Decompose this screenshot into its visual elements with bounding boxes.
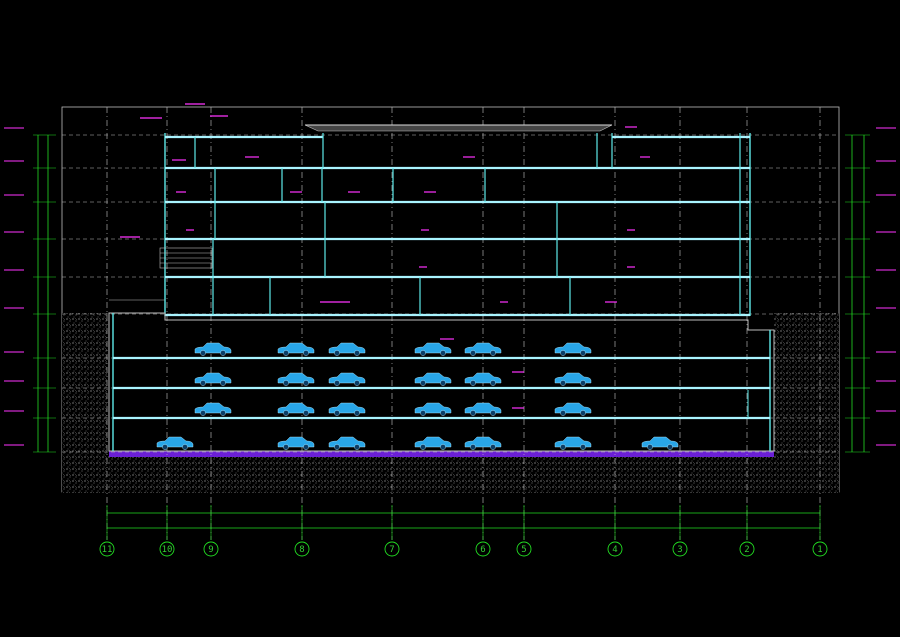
axis-label: 8 [299,545,304,555]
car-icon [194,342,232,356]
axis-bubble [159,541,175,557]
car-icon [414,436,452,450]
car-icon [554,342,592,356]
car-icon [328,402,366,416]
axis-label: 4 [612,545,617,555]
foundation-slab [109,451,774,457]
roof-skylight [304,124,613,132]
car-icon [464,402,502,416]
left-dimension-chain [33,134,56,453]
car-icon [328,342,366,356]
superstructure [164,133,751,317]
axis-bubble [516,541,532,557]
axis-label: 10 [162,545,173,555]
axis-bubble [384,541,400,557]
car-icon [414,402,452,416]
car-icon [277,436,315,450]
car-icon [277,342,315,356]
axis-label: 6 [480,545,485,555]
parked-cars [156,342,679,450]
axis-bubble [203,541,219,557]
car-icon [277,402,315,416]
car-icon [464,372,502,386]
level-lines [62,134,839,453]
axis-bubble [672,541,688,557]
axis-bubble [475,541,491,557]
car-icon [554,436,592,450]
axis-label: 7 [389,545,394,555]
axis-label: 11 [102,545,113,555]
axis-bubble [607,541,623,557]
bottom-dimension-chain [107,512,820,529]
car-icon [194,372,232,386]
car-icon [277,372,315,386]
axis-label: 9 [208,545,213,555]
axis-label: 2 [744,545,749,555]
axis-label: 1 [817,545,822,555]
car-icon [194,402,232,416]
axis-bubble [99,541,115,557]
car-icon [156,436,194,450]
car-icon [328,372,366,386]
car-icon [464,342,502,356]
car-icon [641,436,679,450]
basement [108,312,775,452]
room-tags [120,103,650,409]
drawing-frame [61,106,840,493]
axis-bubble [294,541,310,557]
axis-lines [106,107,821,540]
car-icon [464,436,502,450]
car-icon [554,372,592,386]
axis-label: 3 [677,545,682,555]
soil-zone [62,313,839,493]
axis-bubble [739,541,755,557]
elevation-markers [4,127,896,446]
car-icon [414,342,452,356]
stair-core [109,247,213,301]
right-dimension-chain [845,134,870,453]
axis-label: 5 [521,545,526,555]
car-icon [328,436,366,450]
axis-bubble [812,541,828,557]
car-icon [414,372,452,386]
car-icon [554,402,592,416]
axis-bubbles: 11 10 9 8 7 6 5 4 3 2 1 [99,505,828,557]
